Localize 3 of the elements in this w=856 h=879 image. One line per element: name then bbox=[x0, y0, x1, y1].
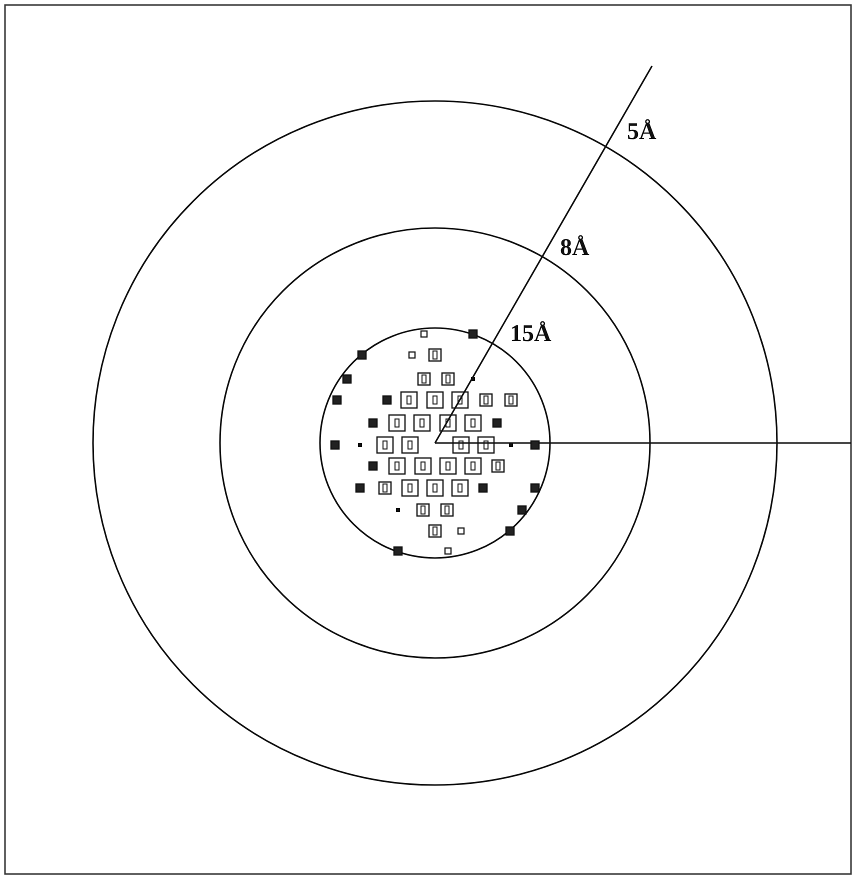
resolution-label: 8Å bbox=[560, 236, 590, 260]
resolution-label: 5Å bbox=[627, 120, 656, 144]
resolution-label: 15Å bbox=[510, 322, 552, 346]
